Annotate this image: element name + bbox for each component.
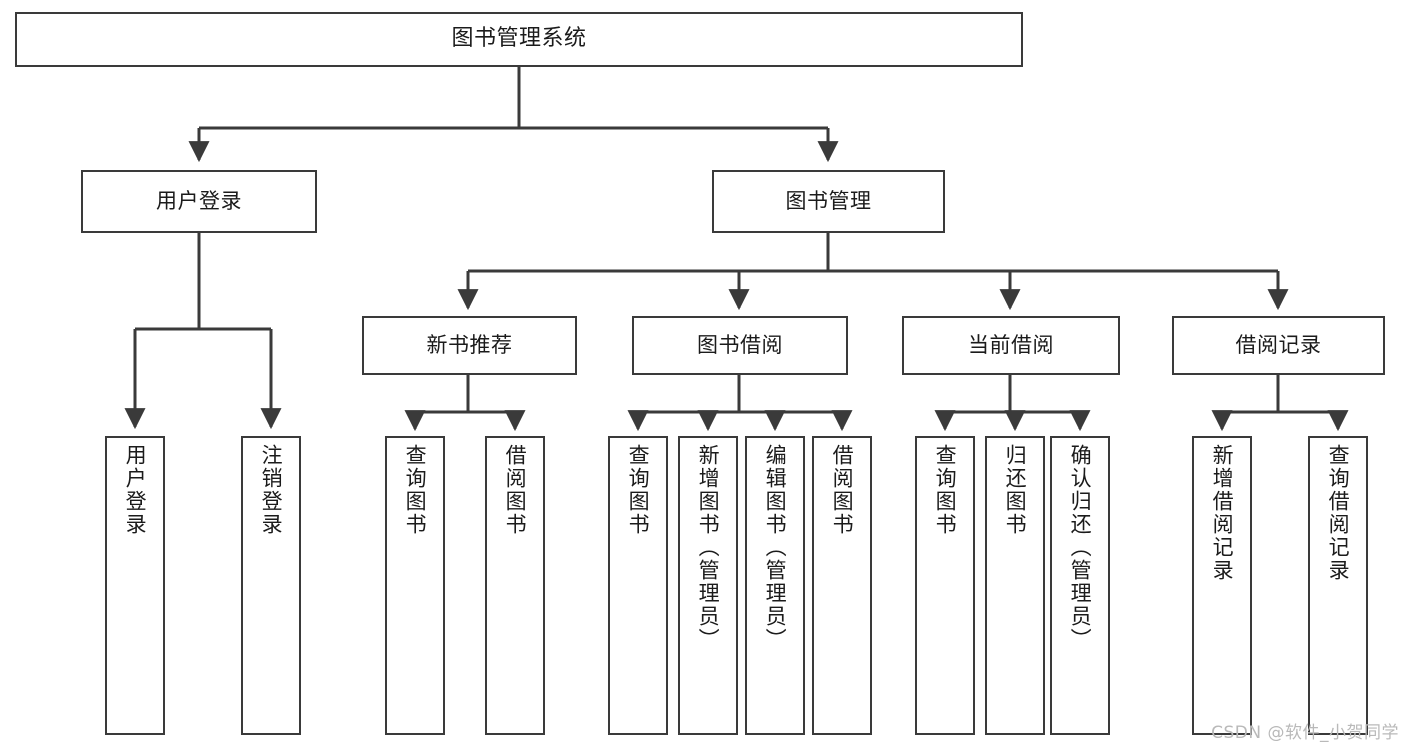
leaf-user-login-logout[interactable]: 注销登录 (241, 436, 301, 735)
node-label: 归还图书 (1003, 444, 1028, 536)
leaf-recommend-query-book[interactable]: 查询图书 (385, 436, 445, 735)
leaf-borrow-add-book-admin[interactable]: 新增图书（管理员） (678, 436, 738, 735)
node-label: 查询借阅记录 (1326, 444, 1351, 582)
node-label: 新书推荐 (426, 332, 513, 357)
node-label: 查询图书 (403, 444, 428, 536)
node-label: 查询图书 (933, 444, 958, 536)
node-label: 注销登录 (259, 444, 284, 536)
watermark-text: CSDN @软件_小贺同学 (1211, 723, 1399, 743)
leaf-current-query-book[interactable]: 查询图书 (915, 436, 975, 735)
leaf-recommend-borrow-book[interactable]: 借阅图书 (485, 436, 545, 735)
node-label: 用户登录 (156, 188, 242, 213)
node-label: 确认归还（管理员） (1068, 444, 1093, 651)
leaf-borrow-borrow-book[interactable]: 借阅图书 (812, 436, 872, 735)
node-root-system[interactable]: 图书管理系统 (15, 12, 1023, 67)
node-label: 图书借阅 (697, 332, 783, 357)
node-label: 用户登录 (123, 444, 148, 536)
leaf-borrow-edit-book-admin[interactable]: 编辑图书（管理员） (745, 436, 805, 735)
node-label: 查询图书 (626, 444, 651, 536)
leaf-user-login-login[interactable]: 用户登录 (105, 436, 165, 735)
node-label: 图书管理系统 (451, 26, 587, 52)
leaf-record-add-record[interactable]: 新增借阅记录 (1192, 436, 1252, 735)
node-label: 新增图书（管理员） (696, 444, 721, 651)
node-book-management[interactable]: 图书管理 (712, 170, 945, 233)
node-current-borrow[interactable]: 当前借阅 (902, 316, 1120, 375)
node-label: 借阅图书 (830, 444, 855, 536)
node-label: 借阅记录 (1235, 332, 1322, 357)
node-book-borrow[interactable]: 图书借阅 (632, 316, 848, 375)
leaf-borrow-query-book[interactable]: 查询图书 (608, 436, 668, 735)
node-label: 编辑图书（管理员） (763, 444, 788, 651)
node-borrow-record[interactable]: 借阅记录 (1172, 316, 1385, 375)
node-label: 图书管理 (785, 188, 872, 213)
node-user-login[interactable]: 用户登录 (81, 170, 317, 233)
node-new-book-recommend[interactable]: 新书推荐 (362, 316, 577, 375)
leaf-current-return-book[interactable]: 归还图书 (985, 436, 1045, 735)
node-label: 当前借阅 (968, 332, 1054, 357)
leaf-record-query-record[interactable]: 查询借阅记录 (1308, 436, 1368, 735)
leaf-current-confirm-return-admin[interactable]: 确认归还（管理员） (1050, 436, 1110, 735)
node-label: 借阅图书 (503, 444, 528, 536)
node-label: 新增借阅记录 (1210, 444, 1235, 582)
